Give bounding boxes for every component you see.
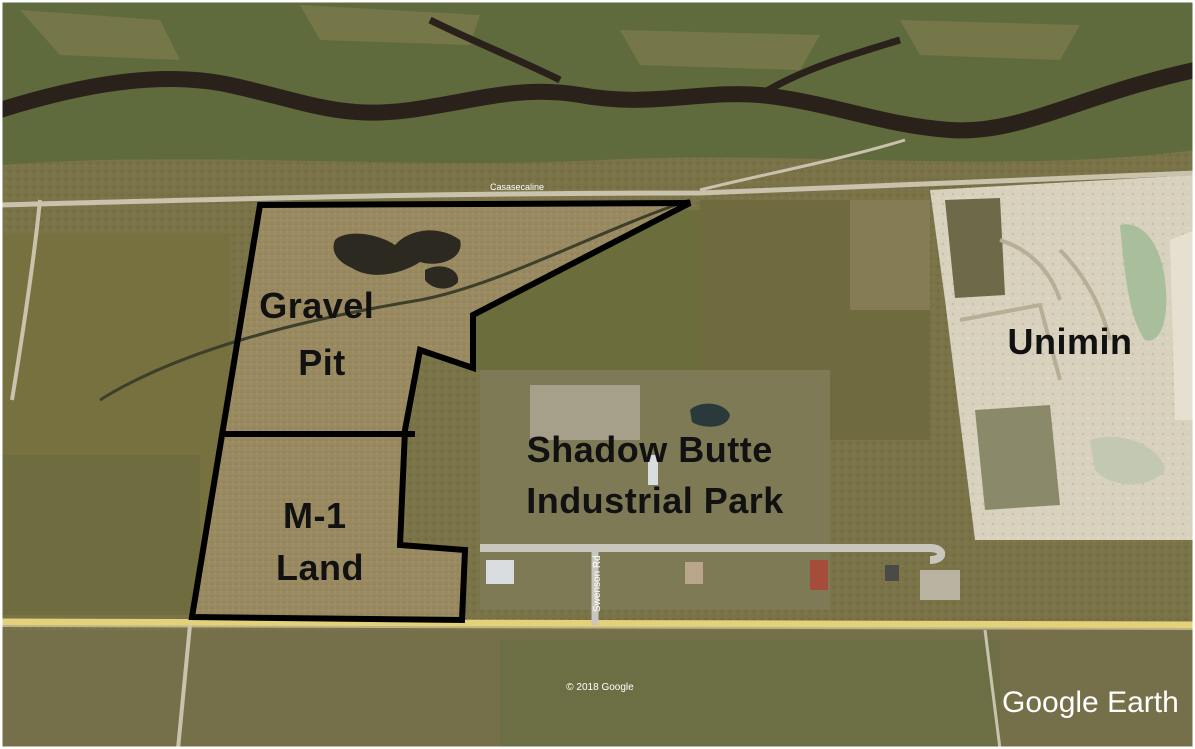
highway-shoulder — [0, 625, 1195, 630]
label-m1-land: M-1 Land — [276, 495, 364, 588]
quarry-pit-2 — [975, 405, 1060, 510]
copyright-text: © 2018 Google — [566, 682, 634, 693]
label-shadow-butte: Shadow Butte Industrial Park — [526, 429, 784, 521]
parcel-boundary — [188, 200, 692, 624]
building-5 — [885, 565, 899, 581]
parcel-ground — [192, 203, 690, 620]
building-3 — [685, 562, 703, 584]
west-road — [10, 199, 42, 401]
canal — [99, 198, 691, 402]
gravel-pit-pond-small — [425, 266, 459, 289]
field-southwest — [0, 455, 200, 615]
field-south-green — [500, 640, 1000, 749]
building-4 — [810, 560, 828, 590]
quarry-pit-3 — [1090, 436, 1165, 485]
google-earth-logo: Google Earth — [1002, 686, 1179, 719]
building-1 — [486, 560, 514, 584]
quarry-green-pond — [1120, 224, 1167, 341]
quarry-pit-1 — [945, 198, 1005, 298]
east-road — [983, 629, 1002, 749]
road-label-street: Swenson Rd — [592, 555, 603, 612]
river — [0, 62, 1195, 139]
river-channel — [428, 16, 902, 98]
gravel-pit-pond — [333, 230, 461, 275]
industrial-yard — [530, 385, 640, 440]
road-label-top: Casasecaline — [490, 182, 544, 192]
field-northeast — [850, 200, 930, 310]
south-road — [176, 624, 192, 749]
label-gravel-pit: Gravel Pit — [259, 285, 385, 383]
quarry-benches — [959, 238, 1112, 381]
industrial-street — [480, 544, 946, 564]
diagonal-road — [699, 138, 906, 192]
building-2 — [648, 455, 658, 485]
building-6 — [920, 570, 960, 600]
north-road — [0, 170, 1195, 208]
industrial-pond — [690, 403, 730, 427]
label-unimin: Unimin — [1008, 321, 1133, 362]
quarry-sand-east — [1170, 230, 1195, 420]
